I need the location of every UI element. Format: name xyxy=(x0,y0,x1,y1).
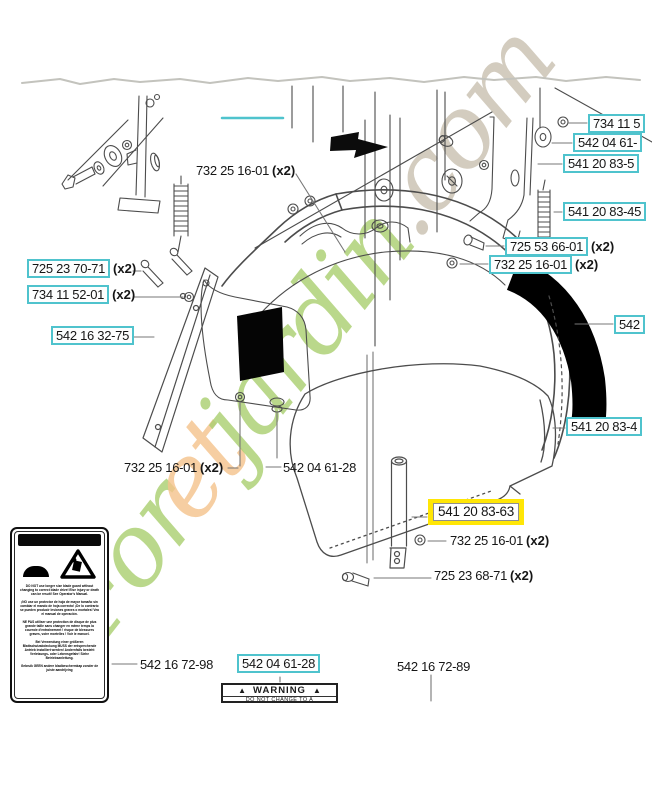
part-label-541-20-83-63-selected[interactable]: 541 20 83-63 xyxy=(428,499,524,525)
part-label-732-25-16-01-right[interactable]: 732 25 16-01(x2) xyxy=(489,255,598,274)
left-bracket xyxy=(117,93,161,214)
direction-arrow xyxy=(330,132,388,158)
warning-text-line: DO NOT CHANGE TO A xyxy=(245,697,314,703)
inner-arch xyxy=(246,250,506,331)
part-label-541-20-83-45[interactable]: 541 20 83-45 xyxy=(563,202,647,221)
torn-edge xyxy=(21,76,641,85)
spring-right xyxy=(537,179,551,265)
warning-triangle-right: ▲ xyxy=(312,686,321,695)
guard-tube xyxy=(389,456,408,569)
decal-header-bar xyxy=(18,534,101,546)
bolt-725-23-68 xyxy=(341,571,370,587)
part-label-725-53-66-01[interactable]: 725 53 66-01(x2) xyxy=(505,237,614,256)
black-curved-band xyxy=(506,258,607,427)
decal-text-en: DO NOT use longer size blade guard witho… xyxy=(20,584,99,596)
part-label-734-11-5-clipped[interactable]: 734 11 5 xyxy=(588,114,646,133)
part-label-542-16-72-98[interactable]: 542 16 72-98 xyxy=(140,657,214,672)
part-label-732-25-16-01-top[interactable]: 732 25 16-01(x2) xyxy=(196,163,296,178)
blade-guard-pictogram xyxy=(23,566,49,577)
roller-spacer xyxy=(438,135,454,147)
decal-text-es: ¡NO use un protector de hoja de mayor ta… xyxy=(20,600,99,616)
wear-strip-dashes xyxy=(548,295,563,445)
part-label-541-20-83-5-clipped[interactable]: 541 20 83-5 xyxy=(563,154,640,173)
decal-text-nl: Gebruik GEEN andere bladbeschermkap zond… xyxy=(20,664,99,672)
warning-title: WARNING xyxy=(253,685,306,696)
part-label-725-23-70-71[interactable]: 725 23 70-71(x2) xyxy=(27,259,136,278)
part-label-542-clipped[interactable]: 542 xyxy=(614,315,645,334)
part-label-542-04-61-clipped[interactable]: 542 04 61- xyxy=(573,133,643,152)
safety-decal-sticker: DO NOT use longer size blade guard witho… xyxy=(10,527,109,703)
bolt-washer-stack-left xyxy=(61,139,133,190)
part-label-732-25-16-01-bottomright[interactable]: 732 25 16-01(x2) xyxy=(450,533,550,548)
part-label-541-20-83-4-clipped[interactable]: 541 20 83-4 xyxy=(566,417,643,436)
warning-label-sticker: ▲ WARNING ▲ DO NOT CHANGE TO A xyxy=(221,683,338,703)
triangular-bracket xyxy=(142,267,219,453)
selection-highlight: 541 20 83-63 xyxy=(428,499,524,525)
part-label-734-11-52-01[interactable]: 734 11 52-01(x2) xyxy=(27,285,135,304)
part-label-542-16-32-75[interactable]: 542 16 32-75 xyxy=(51,326,137,345)
part-label-542-04-61-28-mid[interactable]: 542 04 61-28 xyxy=(283,460,357,475)
part-label-542-16-72-89[interactable]: 542 16 72-89 xyxy=(397,659,471,674)
leader-lines xyxy=(111,122,614,702)
part-label-542-04-61-28-bottom[interactable]: 542 04 61-28 xyxy=(237,654,321,673)
washer-large-a xyxy=(441,168,463,194)
warning-triangle-icon xyxy=(60,549,96,579)
warning-triangle-left: ▲ xyxy=(238,686,247,695)
black-label-patch xyxy=(237,307,284,381)
decal-text-de: Bei Verwendung einer größeren Blattschut… xyxy=(22,640,97,660)
mount-plate-right xyxy=(469,116,534,244)
screw-725-53 xyxy=(463,234,485,251)
cover-plate xyxy=(200,279,311,411)
decal-text-fr: NE PAS utiliser une protection de disque… xyxy=(22,620,97,636)
screws-725-23-70 xyxy=(140,247,193,288)
part-label-732-25-16-01-bottomleft[interactable]: 732 25 16-01(x2) xyxy=(124,460,224,475)
spring-left xyxy=(173,175,189,253)
washer-large-c xyxy=(534,126,552,148)
part-label-725-23-68-71[interactable]: 725 23 68-71(x2) xyxy=(434,568,534,583)
